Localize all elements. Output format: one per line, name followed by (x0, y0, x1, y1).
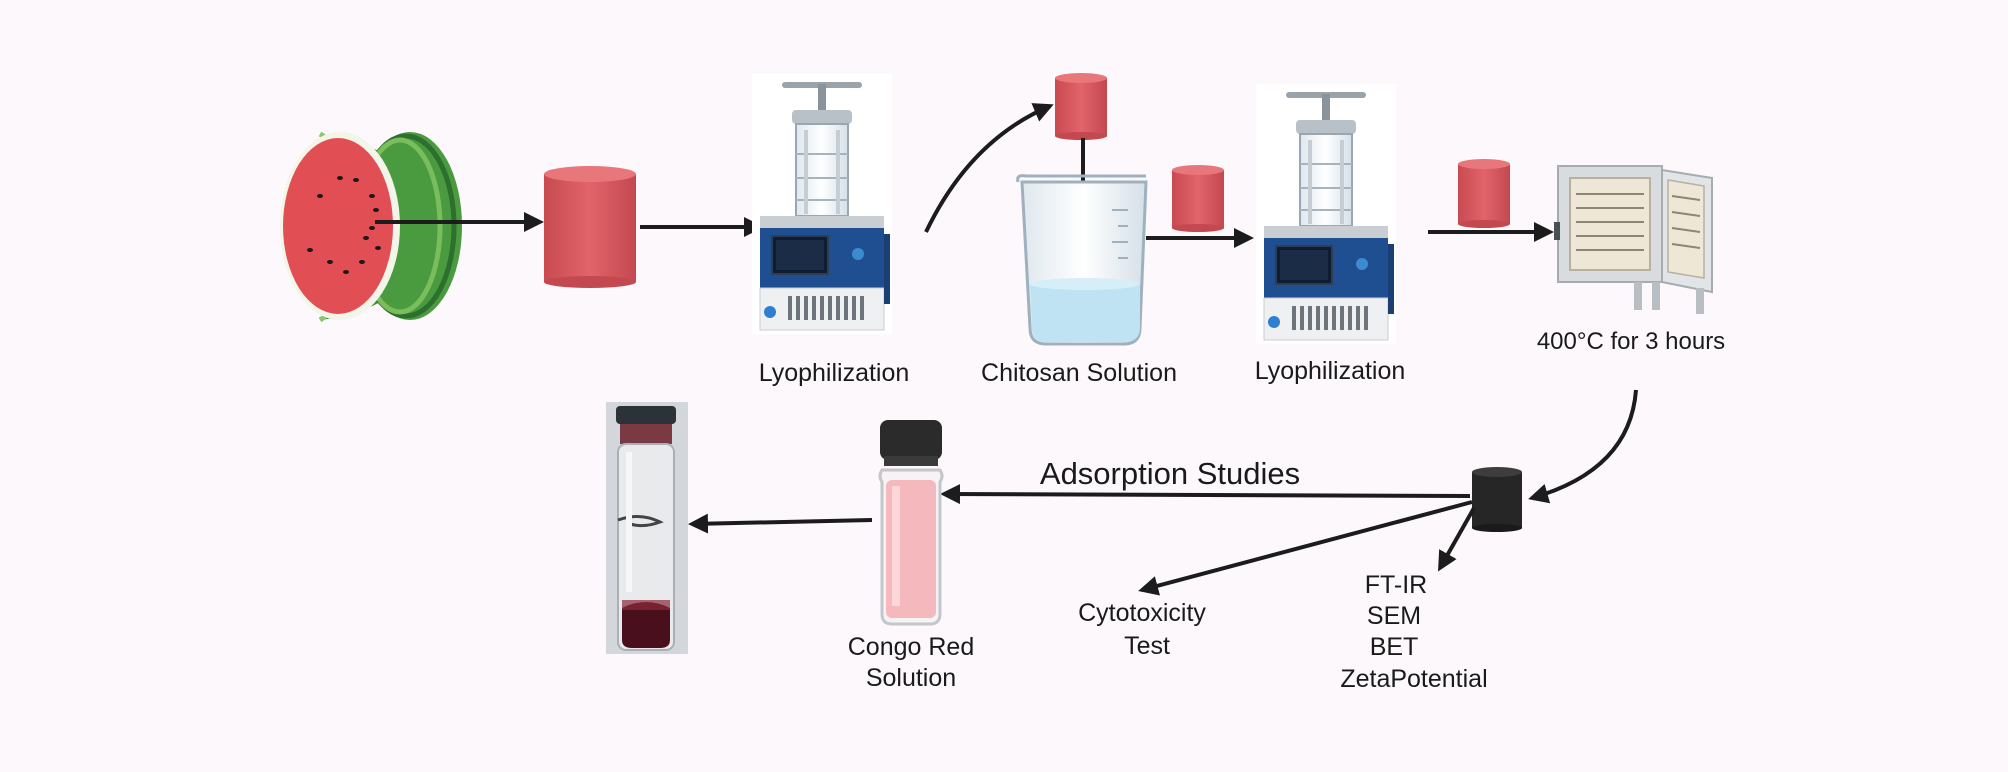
label-congo-red-line2: Solution (866, 664, 956, 692)
beaker-icon (1016, 174, 1148, 346)
freeze-dryer-icon-1 (751, 73, 893, 335)
freeze-dryer-icon-2 (1255, 83, 1397, 345)
label-adsorption-studies: Adsorption Studies (1040, 456, 1300, 491)
label-congo-red-line1: Congo Red (848, 633, 974, 661)
arrow-biochar-to-cytotoxicity (1138, 500, 1473, 596)
label-cytotoxicity-line1: Cytotoxicity (1078, 599, 1206, 627)
arrow-congo-red-to-result (688, 513, 873, 534)
label-lyophilization-2: Lyophilization (1255, 357, 1406, 385)
arrow-lyophilizer-to-chitosan-sample (924, 103, 1054, 233)
arrow-furnace-to-biochar (1528, 389, 1638, 504)
label-chitosan-solution: Chitosan Solution (981, 359, 1177, 387)
arrow-biochar-to-characterization (1438, 507, 1476, 572)
label-sem: SEM (1367, 602, 1421, 630)
sample-block-2 (1055, 73, 1107, 140)
congo-red-vial-icon (878, 420, 944, 626)
label-furnace-condition: 400°C for 3 hours (1537, 328, 1725, 355)
result-vial-photo (606, 402, 688, 654)
sample-block-3 (1172, 165, 1224, 232)
furnace-icon (1554, 165, 1713, 314)
label-zeta-potential: ZetaPotential (1340, 665, 1487, 693)
label-bet: BET (1370, 633, 1419, 661)
sample-block-4 (1458, 159, 1510, 228)
sample-block-1 (544, 166, 636, 288)
label-lyophilization-1: Lyophilization (759, 359, 910, 387)
arrow-biochar-to-congo-red (940, 484, 1471, 505)
label-ftir: FT-IR (1365, 571, 1428, 599)
watermelon-icon (280, 131, 462, 323)
label-cytotoxicity-line2: Test (1124, 632, 1170, 660)
biochar-block (1472, 467, 1522, 532)
